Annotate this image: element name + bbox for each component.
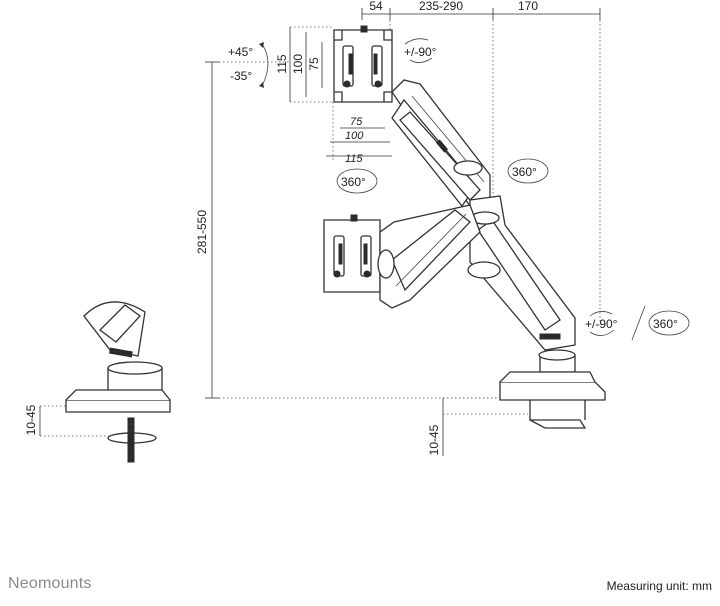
clamp-detail-left bbox=[65, 301, 171, 463]
dim-170: 170 bbox=[518, 0, 538, 13]
upper-arm bbox=[391, 79, 491, 208]
clamp-dim-right: 10-45 bbox=[427, 397, 528, 456]
vesa-75-h: 75 bbox=[350, 116, 363, 128]
vesa-100-h: 100 bbox=[345, 130, 364, 142]
swivel-360-middle: 360° bbox=[507, 158, 549, 184]
vesa-plate-lower bbox=[323, 214, 381, 293]
top-dimension-line: 54 235-290 170 bbox=[361, 0, 601, 20]
measuring-unit: Measuring unit: mm bbox=[606, 579, 712, 593]
clamp-right-label: 10-45 bbox=[427, 424, 441, 455]
clamp-dim-left: 10-45 bbox=[24, 404, 110, 437]
height-dimension: 281-550 bbox=[195, 61, 500, 399]
vesa-115-v: 115 bbox=[275, 54, 289, 73]
screen-rotate-top: +/-90° bbox=[404, 38, 437, 63]
tilt-up-label: +45° bbox=[228, 45, 253, 59]
lower-arm bbox=[467, 195, 576, 351]
vesa-vertical-dims: 115 100 75 bbox=[275, 26, 334, 103]
tilt-down-label: -35° bbox=[230, 69, 252, 83]
swivel-right-label: 360° bbox=[653, 317, 678, 331]
vesa-horizontal-dims: 75 100 115 bbox=[326, 102, 392, 165]
swivel-360-middle-label: 360° bbox=[512, 165, 537, 179]
dim-height-range: 281-550 bbox=[195, 210, 209, 254]
clamp-base-right bbox=[499, 349, 606, 429]
tilt-indicator: +45° -35° bbox=[228, 42, 269, 88]
clamp-left-label: 10-45 bbox=[24, 404, 38, 435]
dim-54: 54 bbox=[369, 0, 383, 13]
rotate-right-indicator: +/-90° 360° bbox=[585, 305, 690, 341]
vesa-75-v: 75 bbox=[307, 57, 321, 71]
swivel-360-left: 360° bbox=[336, 168, 378, 194]
vesa-115-h: 115 bbox=[345, 153, 363, 165]
rotate-right-label: +/-90° bbox=[585, 317, 618, 331]
vesa-100-v: 100 bbox=[291, 54, 305, 74]
swivel-360-left-label: 360° bbox=[341, 175, 366, 189]
lower-gas-arm bbox=[377, 204, 481, 309]
rotate-top-label: +/-90° bbox=[404, 45, 437, 59]
vesa-plate-upper bbox=[333, 25, 393, 103]
dim-arm-range: 235-290 bbox=[419, 0, 463, 13]
brand-logo: Neomounts bbox=[8, 575, 92, 592]
